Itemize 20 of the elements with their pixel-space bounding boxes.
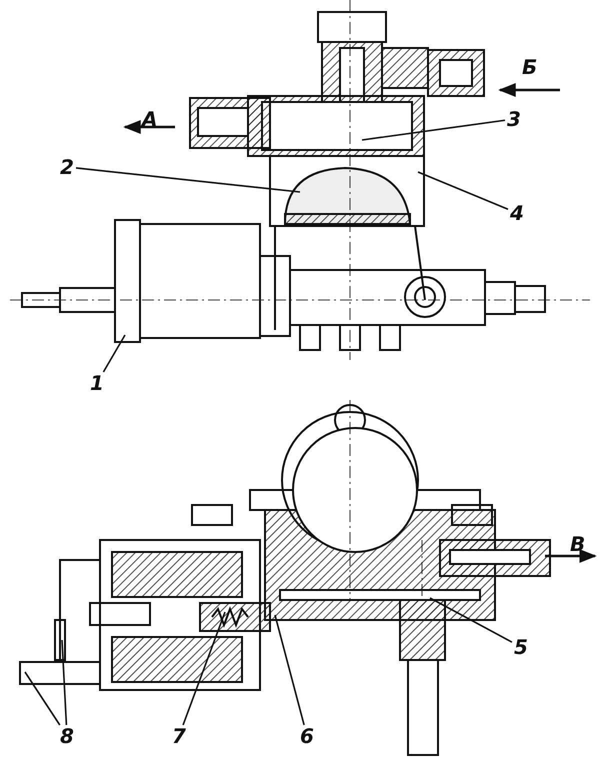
port-letter: А — [140, 108, 158, 130]
callout-number: 3 — [505, 108, 523, 130]
port-letter: Б — [521, 56, 538, 78]
leader-line — [362, 119, 506, 141]
callout-number: 5 — [512, 636, 530, 658]
leader-line — [182, 612, 226, 726]
leader-line — [102, 334, 126, 372]
leader-line — [76, 167, 300, 193]
callout-number: 4 — [508, 202, 526, 224]
callout-number: 2 — [58, 156, 76, 178]
leader-line — [24, 672, 60, 726]
leader-line — [274, 614, 305, 726]
leader-line — [430, 597, 512, 643]
callout-number: 6 — [298, 725, 316, 747]
leader-line — [418, 171, 508, 210]
port-letter: В — [569, 533, 586, 555]
callout-number: 1 — [88, 372, 106, 394]
callout-number: 7 — [170, 725, 188, 747]
callout-number: 8 — [58, 725, 76, 747]
leader-line — [61, 640, 68, 726]
